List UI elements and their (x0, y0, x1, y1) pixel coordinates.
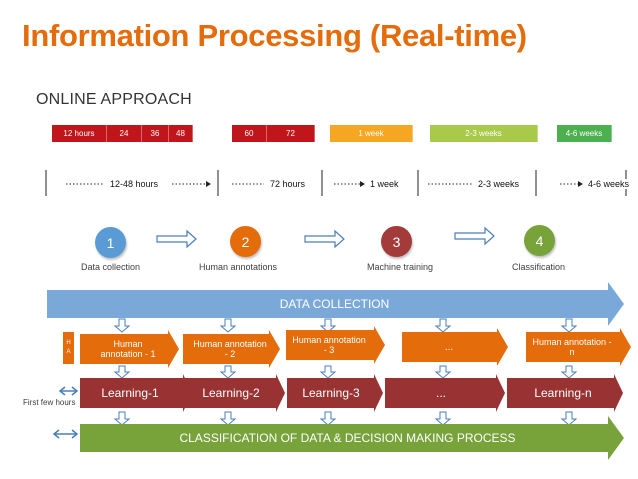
timeline-segment: 12 hours (52, 125, 107, 142)
down-arrow (319, 365, 337, 379)
timeline-segment: 72 (267, 125, 315, 142)
ha-box (63, 332, 74, 364)
timeline-segment: 4-6 weeks (557, 125, 612, 142)
down-arrow (560, 318, 578, 333)
step-4-circle: 4 (524, 225, 555, 256)
page-title: Information Processing (Real-time) (22, 18, 527, 53)
down-arrow (219, 318, 237, 333)
down-arrow (219, 411, 237, 426)
step-block-arrow (454, 226, 495, 246)
arrowhead (360, 181, 365, 187)
timeline-segment: 36 (142, 125, 169, 142)
learning-2-label: Learning-2 (202, 386, 260, 400)
step-4-label: Classification (512, 262, 566, 272)
down-arrow (219, 365, 237, 379)
step-3-label: Machine training (367, 262, 434, 272)
learning-arrow (287, 374, 383, 412)
down-arrow (319, 411, 337, 426)
down-arrow (434, 318, 452, 333)
learning-1-label: Learning-1 (101, 386, 159, 400)
section-subtitle: ONLINE APPROACH (36, 91, 192, 108)
span-2-3-weeks: 2-3 weeks (476, 179, 522, 189)
annotation-arrow (183, 330, 280, 368)
annotation-ellipsis-label: ... (444, 341, 454, 353)
data-collection-label: DATA COLLECTION (279, 297, 390, 311)
learning-ellipsis-label: ... (435, 386, 446, 400)
timeline-segment: 48 (169, 125, 193, 142)
down-arrow (319, 318, 337, 333)
span-12-48-hours: 12-48 hours (108, 179, 161, 189)
arrowhead (578, 181, 583, 187)
learning-arrow (507, 374, 623, 412)
step-2-circle: 2 (230, 226, 261, 257)
learning-arrow (385, 374, 505, 412)
learning-arrow (185, 374, 285, 412)
annotation-n-label: Human annotation - n (532, 337, 612, 357)
annotation-1-label: Human annotation - 1 (100, 339, 156, 359)
down-arrow (434, 411, 452, 426)
span-72-hours: 72 hours (268, 179, 308, 189)
step-block-arrow (304, 229, 345, 249)
span-4-6-weeks: 4-6 weeks (586, 179, 632, 189)
arrowhead (206, 181, 211, 187)
timeline-segment: 60 (232, 125, 267, 142)
step-2-label: Human annotations (199, 262, 278, 272)
classification-arrow (80, 416, 624, 460)
double-arrow-head (71, 386, 79, 396)
annotation-arrow (80, 330, 179, 368)
down-arrow (113, 411, 131, 426)
step-1-label: Data collection (81, 262, 141, 272)
down-arrow (560, 411, 578, 426)
timeline-segment: 24 (107, 125, 142, 142)
timespan-brackets (45, 170, 627, 196)
annotation-arrow (402, 328, 508, 366)
double-arrow-head (52, 429, 60, 439)
annotation-arrow (286, 326, 385, 364)
step-1-circle: 1 (95, 227, 126, 258)
step-3-circle: 3 (381, 226, 412, 257)
process-flow (47, 282, 631, 460)
learning-arrow (80, 374, 192, 412)
span-1-week: 1 week (368, 179, 401, 189)
annotation-2-label: Human annotation - 2 (193, 339, 267, 359)
step-arrows (156, 226, 495, 249)
down-arrow (113, 365, 131, 379)
annotation-arrow (526, 328, 631, 366)
ha-label: H A (66, 340, 71, 355)
down-arrow (113, 318, 131, 333)
down-arrow (434, 365, 452, 379)
double-arrow-head (58, 386, 66, 396)
down-arrow (560, 365, 578, 379)
timeline-segment: 2-3 weeks (430, 125, 538, 142)
classification-label: CLASSIFICATION OF DATA & DECISION MAKING… (179, 431, 516, 445)
data-collection-arrow (47, 282, 624, 326)
learning-3-label: Learning-3 (302, 386, 360, 400)
double-arrow-head (71, 429, 79, 439)
step-block-arrow (156, 229, 197, 249)
timeline-segment: 1 week (330, 125, 413, 142)
learning-n-label: Learning-n (534, 386, 592, 400)
first-few-hours-label: First few hours (23, 398, 76, 407)
annotation-3-label: Human annotation - 3 (292, 335, 366, 355)
